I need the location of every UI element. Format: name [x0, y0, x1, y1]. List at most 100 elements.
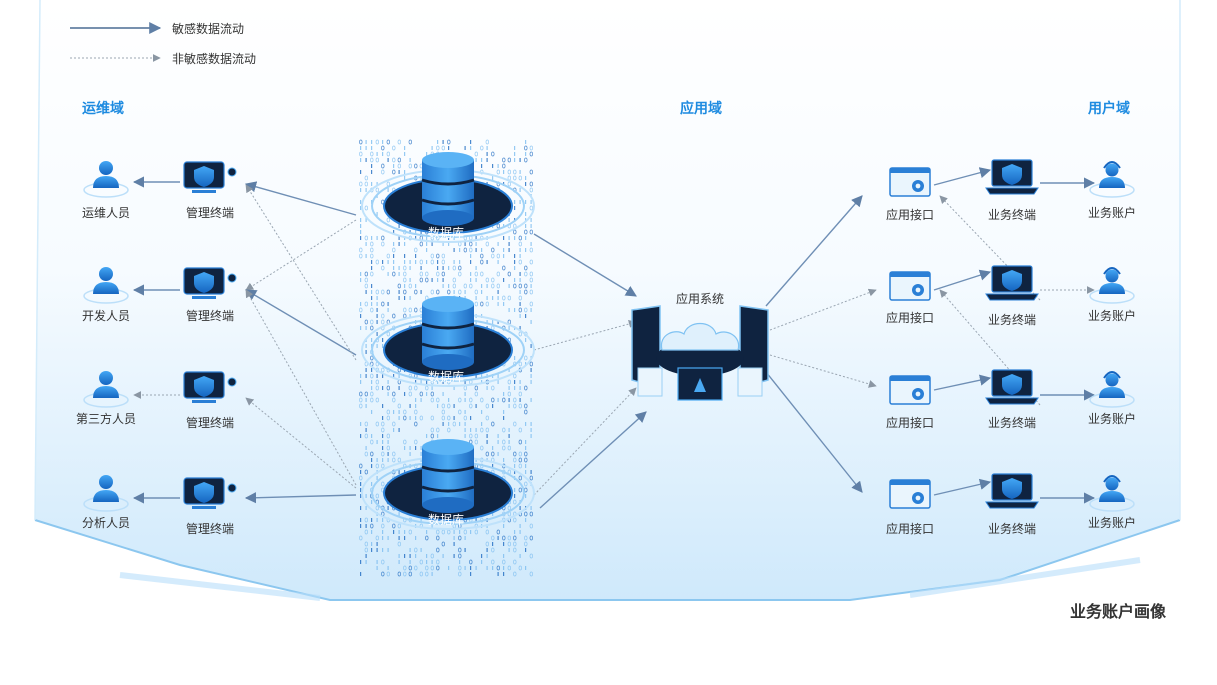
binary-bit [397, 457, 401, 463]
binary-bit [474, 433, 478, 439]
binary-bit [452, 283, 456, 289]
shield-monitor-icon[interactable] [183, 371, 237, 403]
shield-laptop-icon[interactable] [985, 369, 1039, 405]
binary-bit [475, 566, 477, 570]
shield-icon [194, 482, 214, 503]
binary-bit [420, 266, 422, 270]
api-label-4: 应用接口 [885, 522, 934, 536]
binary-bit [415, 260, 417, 264]
binary-bit [403, 439, 407, 445]
person-icon[interactable] [83, 475, 129, 512]
binary-bit [371, 140, 373, 144]
binary-bit [475, 242, 477, 246]
headset-user-icon[interactable] [1089, 475, 1135, 512]
window-bar [890, 480, 930, 485]
binary-bit [386, 139, 390, 145]
binary-bit [381, 427, 385, 433]
flow-db3-to-terminal2 [245, 289, 357, 486]
diagram-caption: 业务账户画像 [1070, 602, 1167, 621]
binary-bit [430, 259, 434, 265]
flow-api2-to-biz2 [933, 269, 992, 291]
shield-laptop-icon[interactable] [985, 473, 1039, 509]
binary-bit [382, 152, 384, 156]
binary-bit [437, 266, 439, 270]
shield-monitor-icon[interactable] [183, 161, 237, 193]
binary-bit [403, 415, 407, 421]
binary-bit [503, 542, 505, 546]
binary-bit [518, 391, 522, 397]
binary-bit [497, 302, 499, 306]
binary-bit [360, 224, 362, 228]
headset-user-icon[interactable] [1089, 267, 1135, 304]
binary-bit [470, 566, 472, 570]
binary-bit [437, 278, 439, 282]
binary-bit [408, 307, 412, 313]
binary-bit [458, 409, 462, 415]
binary-bit [431, 242, 433, 246]
binary-bit [530, 242, 532, 246]
binary-bit [420, 398, 422, 402]
binary-bit [420, 548, 422, 552]
binary-bit [514, 386, 516, 390]
shield-icon [194, 272, 214, 293]
shield-monitor-icon[interactable] [183, 267, 237, 299]
binary-bit [508, 308, 510, 312]
binary-bit [513, 397, 517, 403]
binary-bit [458, 553, 462, 559]
binary-bit [475, 296, 477, 300]
window-gear-icon[interactable] [889, 479, 931, 509]
binary-bit [474, 385, 478, 391]
binary-bit [442, 266, 444, 270]
binary-bit [448, 242, 450, 246]
binary-bit [525, 314, 527, 318]
db-band-2 [421, 198, 475, 206]
binary-bit [513, 499, 517, 505]
binary-bit [371, 266, 373, 270]
binary-bit [386, 409, 390, 415]
window-gear-icon[interactable] [889, 271, 931, 301]
binary-bit [519, 158, 521, 162]
binary-bit [375, 535, 379, 541]
shield-laptop-icon[interactable] [985, 159, 1039, 195]
app-system-node[interactable] [631, 305, 769, 401]
binary-bit [370, 439, 374, 445]
binary-bit [359, 535, 363, 541]
person-icon[interactable] [83, 161, 129, 198]
binary-bit [392, 391, 396, 397]
binary-bit [485, 541, 489, 547]
binary-bit [491, 277, 495, 283]
window-gear-icon[interactable] [889, 375, 931, 405]
binary-bit [524, 283, 528, 289]
window-gear-icon[interactable] [889, 167, 931, 197]
binary-bit [371, 296, 373, 300]
window-bar [890, 376, 930, 381]
binary-bit [431, 560, 433, 564]
binary-bit [508, 248, 510, 252]
person-icon[interactable] [83, 371, 129, 408]
binary-bit [497, 572, 499, 576]
binary-bit [431, 572, 433, 576]
binary-bit [447, 427, 451, 433]
headset-user-icon[interactable] [1089, 161, 1135, 198]
shield-laptop-icon[interactable] [985, 265, 1039, 301]
binary-bit [525, 494, 527, 498]
binary-bit [403, 409, 407, 415]
binary-bit [530, 374, 532, 378]
binary-bit [404, 554, 406, 558]
person-icon[interactable] [83, 267, 129, 304]
binary-bit [431, 524, 433, 528]
binary-bit [469, 397, 473, 403]
gear-hole [915, 183, 921, 189]
binary-bit [485, 301, 489, 307]
binary-bit [376, 374, 378, 378]
shield-monitor-icon[interactable] [183, 477, 237, 509]
binary-bit [387, 458, 389, 462]
binary-bit [375, 379, 379, 385]
api-label-1: 应用接口 [885, 208, 934, 222]
binary-bit [470, 272, 472, 276]
binary-bit [376, 236, 378, 240]
headset-user-icon[interactable] [1089, 371, 1135, 408]
binary-bit [371, 290, 373, 294]
binary-bit [382, 440, 384, 444]
binary-bit [525, 218, 527, 222]
